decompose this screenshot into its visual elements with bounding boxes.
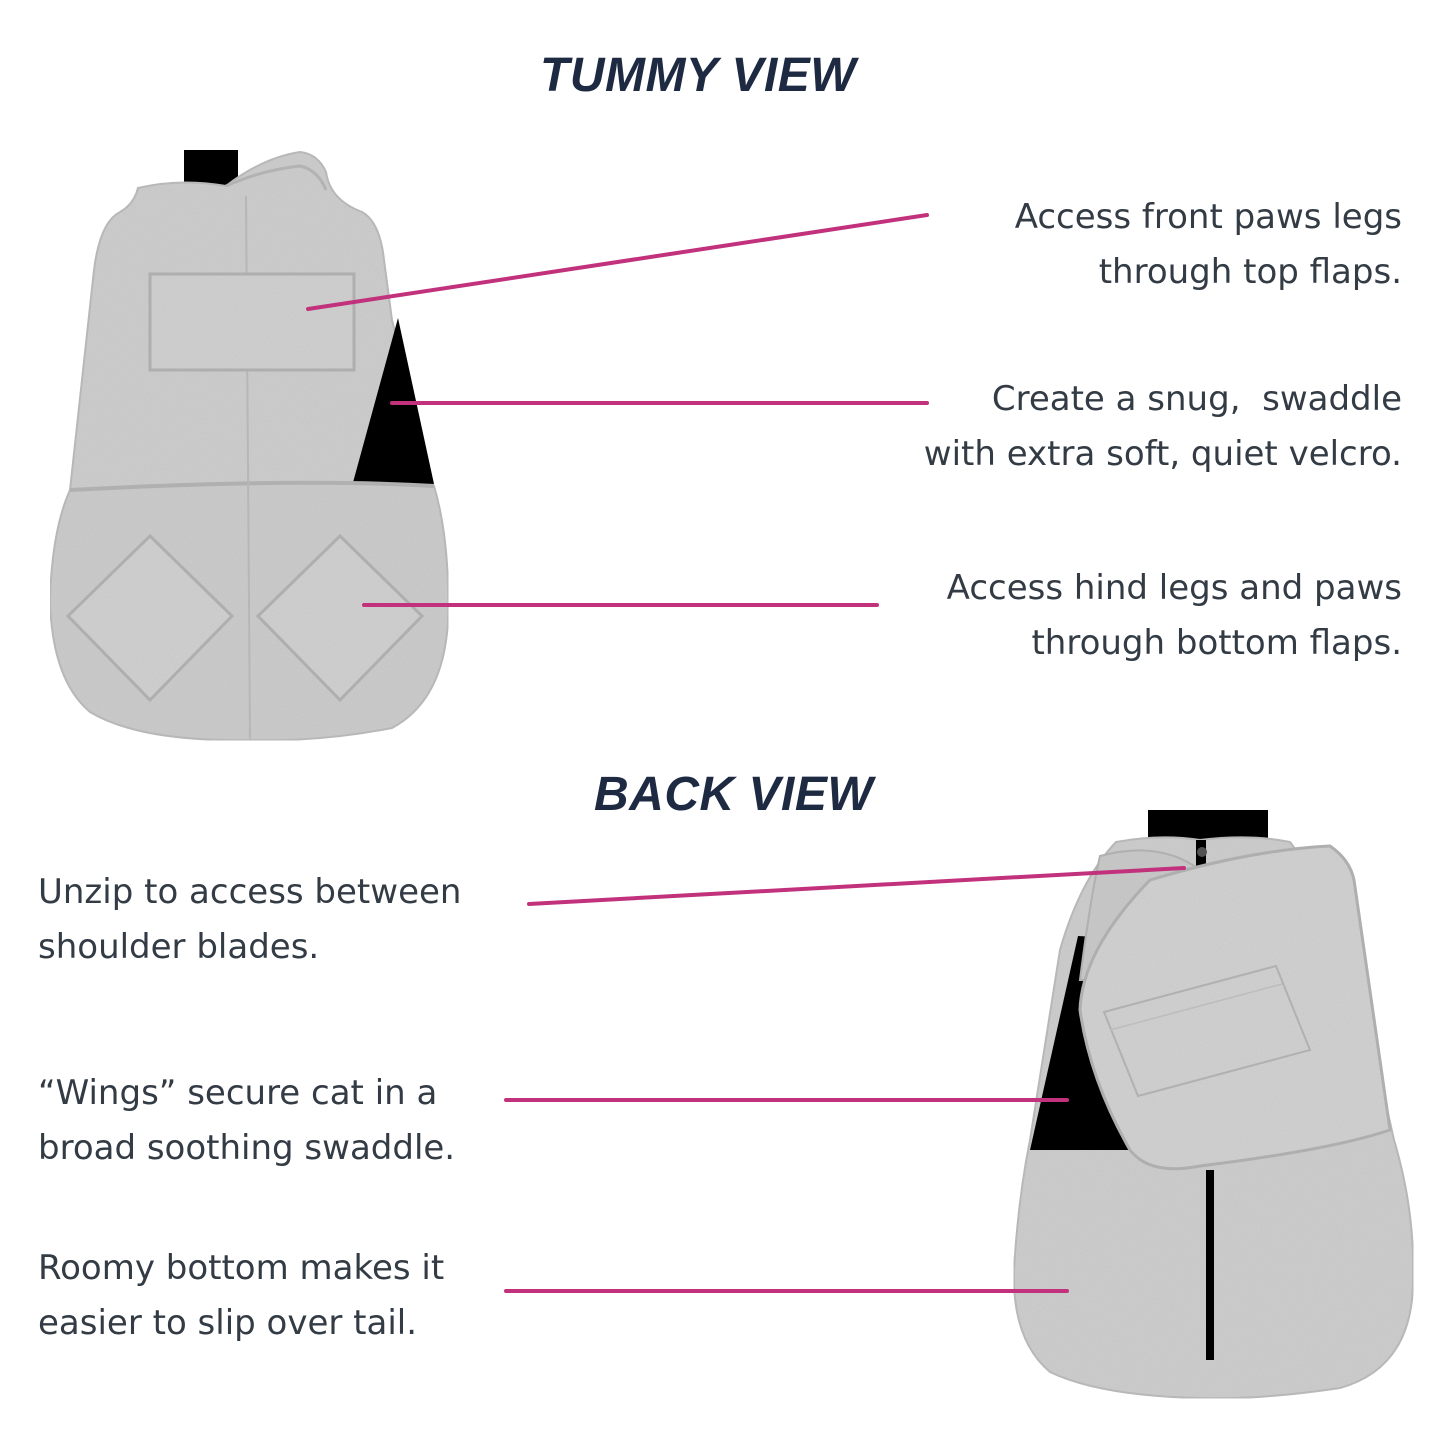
callout-line: through bottom flaps.: [1031, 623, 1402, 663]
callout-line: Roomy bottom makes it: [38, 1248, 445, 1288]
leader-lines: [306, 213, 1186, 1293]
callout-wings: “Wings” secure cat in a broad soothing s…: [38, 1066, 455, 1176]
callout-line: through top flaps.: [1098, 252, 1402, 292]
callout-line: with extra soft, quiet velcro.: [923, 434, 1402, 474]
callout-line: Access hind legs and paws: [946, 568, 1402, 608]
tummy-view-swaddle: [48, 150, 450, 742]
callout-velcro: Create a snug, swaddle with extra soft, …: [924, 372, 1402, 482]
back-view-swaddle: [1012, 810, 1415, 1400]
callout-zipper: Unzip to access between shoulder blades.: [38, 865, 461, 975]
back-view-title: BACK VIEW: [594, 768, 874, 821]
leader-line-front-paws: [306, 213, 929, 311]
callout-roomy-bottom: Roomy bottom makes it easier to slip ove…: [38, 1241, 444, 1351]
wing-flap: [1078, 844, 1392, 1171]
callout-line: broad soothing swaddle.: [38, 1128, 456, 1168]
callout-line: Create a snug, swaddle: [991, 379, 1402, 419]
callout-line: Access front paws legs: [1014, 197, 1402, 237]
tummy-view-title: TUMMY VIEW: [540, 49, 857, 102]
callout-line: “Wings” secure cat in a: [38, 1073, 438, 1113]
top-flap: [148, 272, 356, 372]
bottom-flap-right: [255, 533, 425, 703]
callout-line: Unzip to access between: [38, 872, 462, 912]
callout-front-paws: Access front paws legs through top flaps…: [1015, 190, 1402, 300]
callout-line: shoulder blades.: [38, 927, 320, 967]
callout-hind-legs: Access hind legs and paws through bottom…: [947, 561, 1402, 671]
leader-line-zipper: [527, 866, 1186, 906]
callout-line: easier to slip over tail.: [38, 1303, 418, 1343]
bottom-flap-left: [65, 533, 235, 703]
